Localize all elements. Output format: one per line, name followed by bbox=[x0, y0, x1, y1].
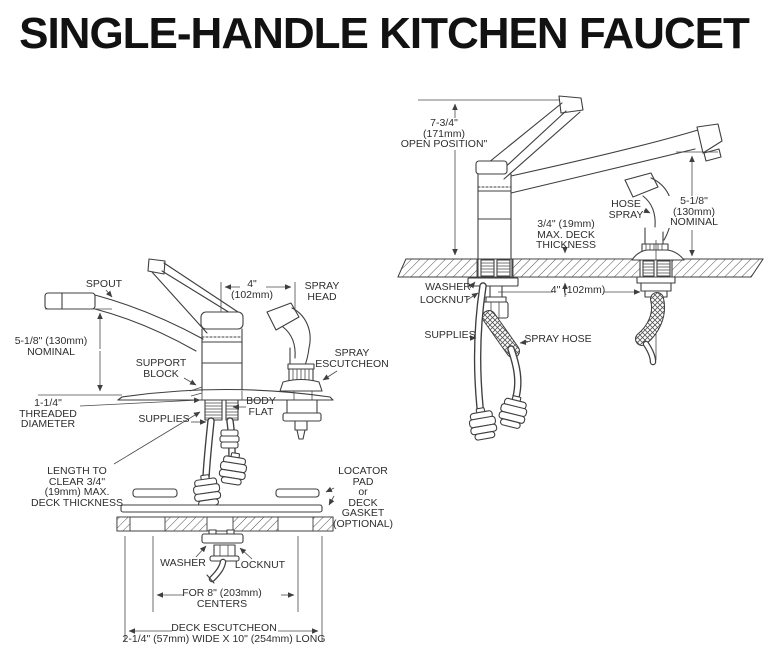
dim-centers bbox=[152, 536, 299, 612]
faucet-body-drawing bbox=[200, 311, 244, 392]
label-locknut-right: LOCKNUT bbox=[419, 294, 471, 306]
label-spout-height-right: 5-1/8" (130mm) NOMINAL bbox=[668, 195, 720, 229]
dim-deck-escutcheon bbox=[124, 536, 323, 641]
label-threaded-diameter: 1-1/4" THREADED DIAMETER bbox=[19, 397, 77, 431]
label-spout: SPOUT bbox=[85, 278, 123, 290]
label-deck-thickness: 3/4" (19mm) MAX. DECK THICKNESS bbox=[535, 218, 597, 252]
label-spray-head: SPRAY HEAD bbox=[304, 280, 340, 303]
label-centers: FOR 8" (203mm) CENTERS bbox=[182, 587, 262, 610]
supply-tubes-drawing bbox=[191, 417, 250, 509]
leader-lines-left bbox=[79, 289, 338, 560]
deck-cross-section-left bbox=[116, 516, 334, 532]
left-diagram bbox=[38, 258, 338, 641]
locator-pads-drawing bbox=[132, 488, 320, 498]
label-spray-escutcheon: SPRAY ESCUTCHEON bbox=[315, 347, 389, 370]
label-deck-escutcheon: DECK ESCUTCHEON 2-1/4" (57mm) WIDE X 10"… bbox=[122, 622, 326, 645]
label-washer-left: WASHER bbox=[160, 557, 206, 569]
label-supplies-left: SUPPLIES bbox=[138, 413, 190, 425]
label-supplies-right: SUPPLIES bbox=[424, 329, 476, 341]
threaded-shank-drawing bbox=[204, 399, 239, 421]
label-locknut-left: LOCKNUT bbox=[234, 559, 286, 571]
label-length-to-clear: LENGTH TO CLEAR 3/4" (19mm) MAX. DECK TH… bbox=[31, 465, 123, 509]
label-dim-4in-left: 4" (102mm) bbox=[230, 278, 274, 301]
dim-4in-left bbox=[220, 282, 296, 312]
spout-side-drawing bbox=[510, 123, 723, 194]
dim-nominal-right bbox=[676, 151, 718, 257]
label-spout-height-left: 5-1/8" (130mm) NOMINAL bbox=[14, 335, 88, 358]
label-open-position: 7-3/4" (171mm) OPEN POSITION" bbox=[398, 117, 490, 151]
label-washer-right: WASHER bbox=[425, 281, 471, 293]
spout-drawing bbox=[44, 292, 204, 352]
label-support-block: SUPPORT BLOCK bbox=[135, 357, 187, 380]
label-hose-spray: HOSE SPRAY bbox=[608, 198, 644, 221]
label-spray-hose: SPRAY HOSE bbox=[524, 333, 592, 345]
handle-open-drawing bbox=[482, 95, 584, 180]
spray-shank-drawing bbox=[282, 399, 322, 440]
washer-locknut-drawing bbox=[201, 529, 244, 584]
label-body-flat: BODY FLAT bbox=[246, 395, 276, 418]
deck-gasket-drawing bbox=[120, 504, 323, 513]
label-dim-4in-right: 4" (102mm) bbox=[550, 284, 606, 296]
page-title: SINGLE-HANDLE KITCHEN FAUCET bbox=[19, 9, 750, 58]
label-locator-pad: LOCATOR PAD or DECK GASKET (OPTIONAL) bbox=[332, 465, 394, 530]
faucet-body-side-drawing bbox=[475, 160, 512, 260]
right-diagram bbox=[397, 95, 764, 442]
dim-spout-height bbox=[38, 308, 122, 396]
supply-hoses-right bbox=[466, 282, 531, 442]
handle-drawing bbox=[147, 258, 242, 334]
deck-cross-section-right bbox=[397, 258, 764, 278]
spray-head-drawing bbox=[266, 302, 323, 392]
leader-lines-right bbox=[466, 207, 651, 346]
